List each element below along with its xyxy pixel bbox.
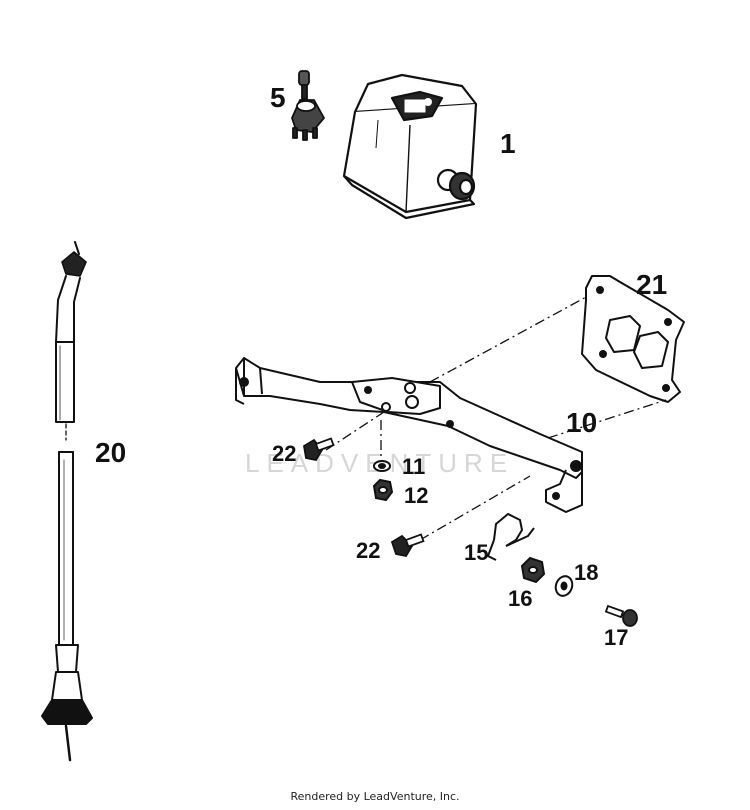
part-10-mounting-bracket [235, 357, 583, 513]
leader-lines [325, 295, 667, 541]
footer-credit: Rendered by LeadVenture, Inc. [290, 790, 460, 803]
callout-12: 12 [404, 483, 428, 508]
part-1-control-box [342, 73, 478, 220]
part-17-screw [604, 604, 638, 627]
part-15-clip [486, 512, 535, 561]
callout-21: 21 [636, 269, 667, 300]
callout-22-lower: 22 [356, 538, 380, 563]
callout-22-upper: 22 [272, 441, 296, 466]
part-20-control-cable [41, 241, 93, 762]
part-22-bolt-lower [390, 533, 425, 558]
callout-15: 15 [464, 540, 488, 565]
callout-17: 17 [604, 625, 628, 650]
callout-20: 20 [95, 437, 126, 468]
callout-18: 18 [574, 560, 598, 585]
part-21-gasket [581, 275, 685, 403]
parts-diagram: LEADVENTURE [41, 70, 685, 762]
part-22-bolt-upper [303, 437, 335, 462]
part-11-washer [373, 460, 391, 472]
part-5-toggle-switch [291, 70, 325, 141]
callout-11: 11 [402, 454, 425, 479]
callout-1: 1 [500, 128, 516, 159]
callout-16: 16 [508, 586, 532, 611]
callout-10: 10 [566, 407, 597, 438]
callout-5: 5 [270, 82, 286, 113]
part-12-nut [372, 478, 394, 502]
part-16-nut [520, 556, 546, 584]
part-18-washer [554, 575, 574, 597]
